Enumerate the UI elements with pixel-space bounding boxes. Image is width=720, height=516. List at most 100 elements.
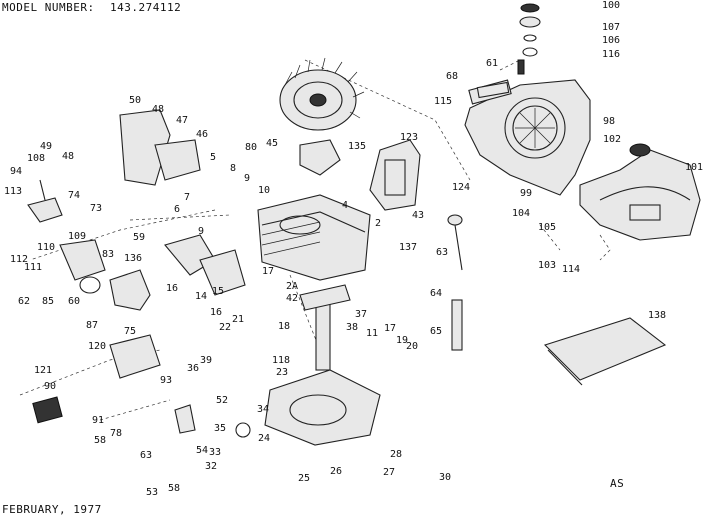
part-callout: 48: [152, 104, 164, 115]
part-callout: 61: [486, 58, 498, 69]
part-callout: 2A: [286, 281, 298, 292]
part-callout: 74: [68, 190, 80, 201]
intake-manifold: [119, 109, 201, 186]
part-callout: 100: [602, 0, 620, 11]
owners-manual: [543, 317, 667, 386]
cylinder-block: [257, 194, 371, 281]
oil-dipstick: [447, 214, 463, 351]
part-callout: 73: [90, 203, 102, 214]
part-callout: 39: [200, 355, 212, 366]
diagram-date: FEBRUARY, 1977: [2, 503, 102, 516]
part-callout: 90: [44, 381, 56, 392]
part-callout: 43: [412, 210, 424, 221]
starter-motor: [109, 334, 161, 379]
part-callout: 109: [68, 231, 86, 242]
part-callout: 50: [129, 95, 141, 106]
part-callout: 138: [648, 310, 666, 321]
part-callout: 94: [10, 166, 22, 177]
part-callout: 63: [436, 247, 448, 258]
part-callout: 4: [342, 200, 348, 211]
part-callout: 111: [24, 262, 42, 273]
part-callout: 7: [184, 192, 190, 203]
part-callout: 46: [196, 129, 208, 140]
carburetor: [59, 239, 151, 311]
part-callout: 16: [210, 307, 222, 318]
part-callout: 107: [602, 22, 620, 33]
model-number-label: MODEL NUMBER:: [2, 1, 95, 14]
part-callout: 23: [276, 367, 288, 378]
assembly-guide-lines: [19, 59, 611, 421]
diagram-code: AS: [610, 477, 625, 490]
part-callout: 10: [258, 185, 270, 196]
part-callout: 102: [603, 134, 621, 145]
part-callout: 27: [383, 467, 395, 478]
callout-labels: 1001071061166168115981021011231249910410…: [4, 0, 703, 498]
part-callout: 59: [133, 232, 145, 243]
part-callout: 9: [198, 226, 204, 237]
part-callout: 25: [298, 473, 310, 484]
part-callout: 135: [348, 141, 366, 152]
part-callout: 121: [34, 365, 52, 376]
part-callout: 98: [603, 116, 615, 127]
part-callout: 20: [406, 341, 418, 352]
part-callout: 58: [94, 435, 106, 446]
part-callout: 48: [62, 151, 74, 162]
part-callout: 137: [399, 242, 417, 253]
part-callout: 108: [27, 153, 45, 164]
part-callout: 123: [400, 132, 418, 143]
model-number-value: 143.274112: [110, 1, 182, 14]
part-callout: 8: [230, 163, 236, 174]
part-callout: 37: [355, 309, 367, 320]
part-callout: 49: [40, 141, 52, 152]
part-callout: 6: [174, 204, 180, 215]
part-callout: 58: [168, 483, 180, 494]
part-callout: 5: [210, 152, 216, 163]
crankshaft: [299, 284, 351, 371]
part-callout: 103: [538, 260, 556, 271]
part-callout: 64: [430, 288, 442, 299]
part-callout: 136: [124, 253, 142, 264]
muffler: [164, 234, 246, 296]
part-callout: 54: [196, 445, 208, 456]
part-callout: 68: [446, 71, 458, 82]
part-callout: 105: [538, 222, 556, 233]
part-callout: 63: [140, 450, 152, 461]
part-callout: 38: [346, 322, 358, 333]
part-callout: 101: [685, 162, 703, 173]
part-callout: 75: [124, 326, 136, 337]
part-callout: 91: [92, 415, 104, 426]
part-callout: 52: [216, 395, 228, 406]
part-callout: 78: [110, 428, 122, 439]
fuel-tank: [579, 143, 701, 241]
part-callout: 60: [68, 296, 80, 307]
starter-cap-stack: [476, 3, 541, 99]
part-callout: 2: [375, 218, 381, 229]
air-cleaner: [369, 139, 421, 211]
part-callout: 24: [258, 433, 270, 444]
part-callout: 110: [37, 242, 55, 253]
part-callout: 34: [257, 404, 269, 415]
part-callout: 112: [10, 254, 28, 265]
part-callout: 99: [520, 188, 532, 199]
part-callout: 87: [86, 320, 98, 331]
part-callout: 17: [262, 266, 274, 277]
flywheel: [279, 57, 365, 176]
part-callout: 18: [278, 321, 290, 332]
part-callout: 15: [212, 286, 224, 297]
part-callout: 115: [434, 96, 452, 107]
part-callout: 33: [209, 447, 221, 458]
part-callout: 17: [384, 323, 396, 334]
part-callout: 32: [205, 461, 217, 472]
part-callout: 118: [272, 355, 290, 366]
part-callout: 36: [187, 363, 199, 374]
part-callout: 45: [266, 138, 278, 149]
governor-bracket: [27, 179, 63, 223]
part-callout: 19: [396, 335, 408, 346]
part-callout: 21: [232, 314, 244, 325]
part-callout: 85: [42, 296, 54, 307]
part-callout: 83: [102, 249, 114, 260]
part-callout: 16: [166, 283, 178, 294]
engine-base: [264, 369, 381, 446]
